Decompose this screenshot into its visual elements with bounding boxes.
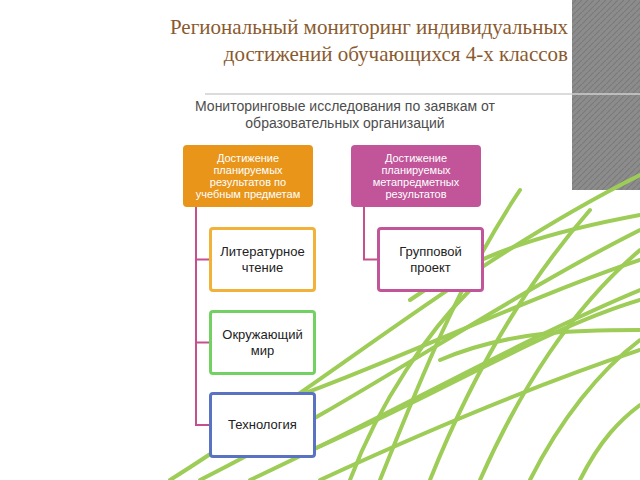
- node-text: Окружающий мир: [216, 327, 309, 359]
- node-text: Достижение планируемых метапредметных ре…: [356, 152, 476, 200]
- tree-connector: [364, 207, 377, 260]
- tree-connector: [196, 207, 209, 260]
- subject-box: Окружающий мир: [209, 310, 316, 375]
- node-text: Групповой проект: [384, 244, 477, 276]
- node-text: Технология: [228, 417, 297, 433]
- project-box: Групповой проект: [377, 227, 484, 292]
- tree-connector: [196, 207, 209, 343]
- subject-box: Технология: [209, 392, 316, 458]
- category-box: Достижение планируемых результатов по уч…: [183, 145, 313, 207]
- slide-title: Региональный мониторинг индивидуальных д…: [88, 14, 568, 68]
- category-box: Достижение планируемых метапредметных ре…: [351, 145, 481, 207]
- subtitle: Мониторинговые исследования по заявкам о…: [160, 98, 530, 132]
- node-text: Достижение планируемых результатов по уч…: [188, 152, 308, 200]
- tree-connector: [196, 207, 209, 425]
- green-net: [170, 175, 640, 480]
- title-rule: [205, 93, 640, 95]
- node-text: Литературное чтение: [216, 244, 309, 276]
- gray-block: [572, 0, 640, 190]
- subject-box: Литературное чтение: [209, 227, 316, 292]
